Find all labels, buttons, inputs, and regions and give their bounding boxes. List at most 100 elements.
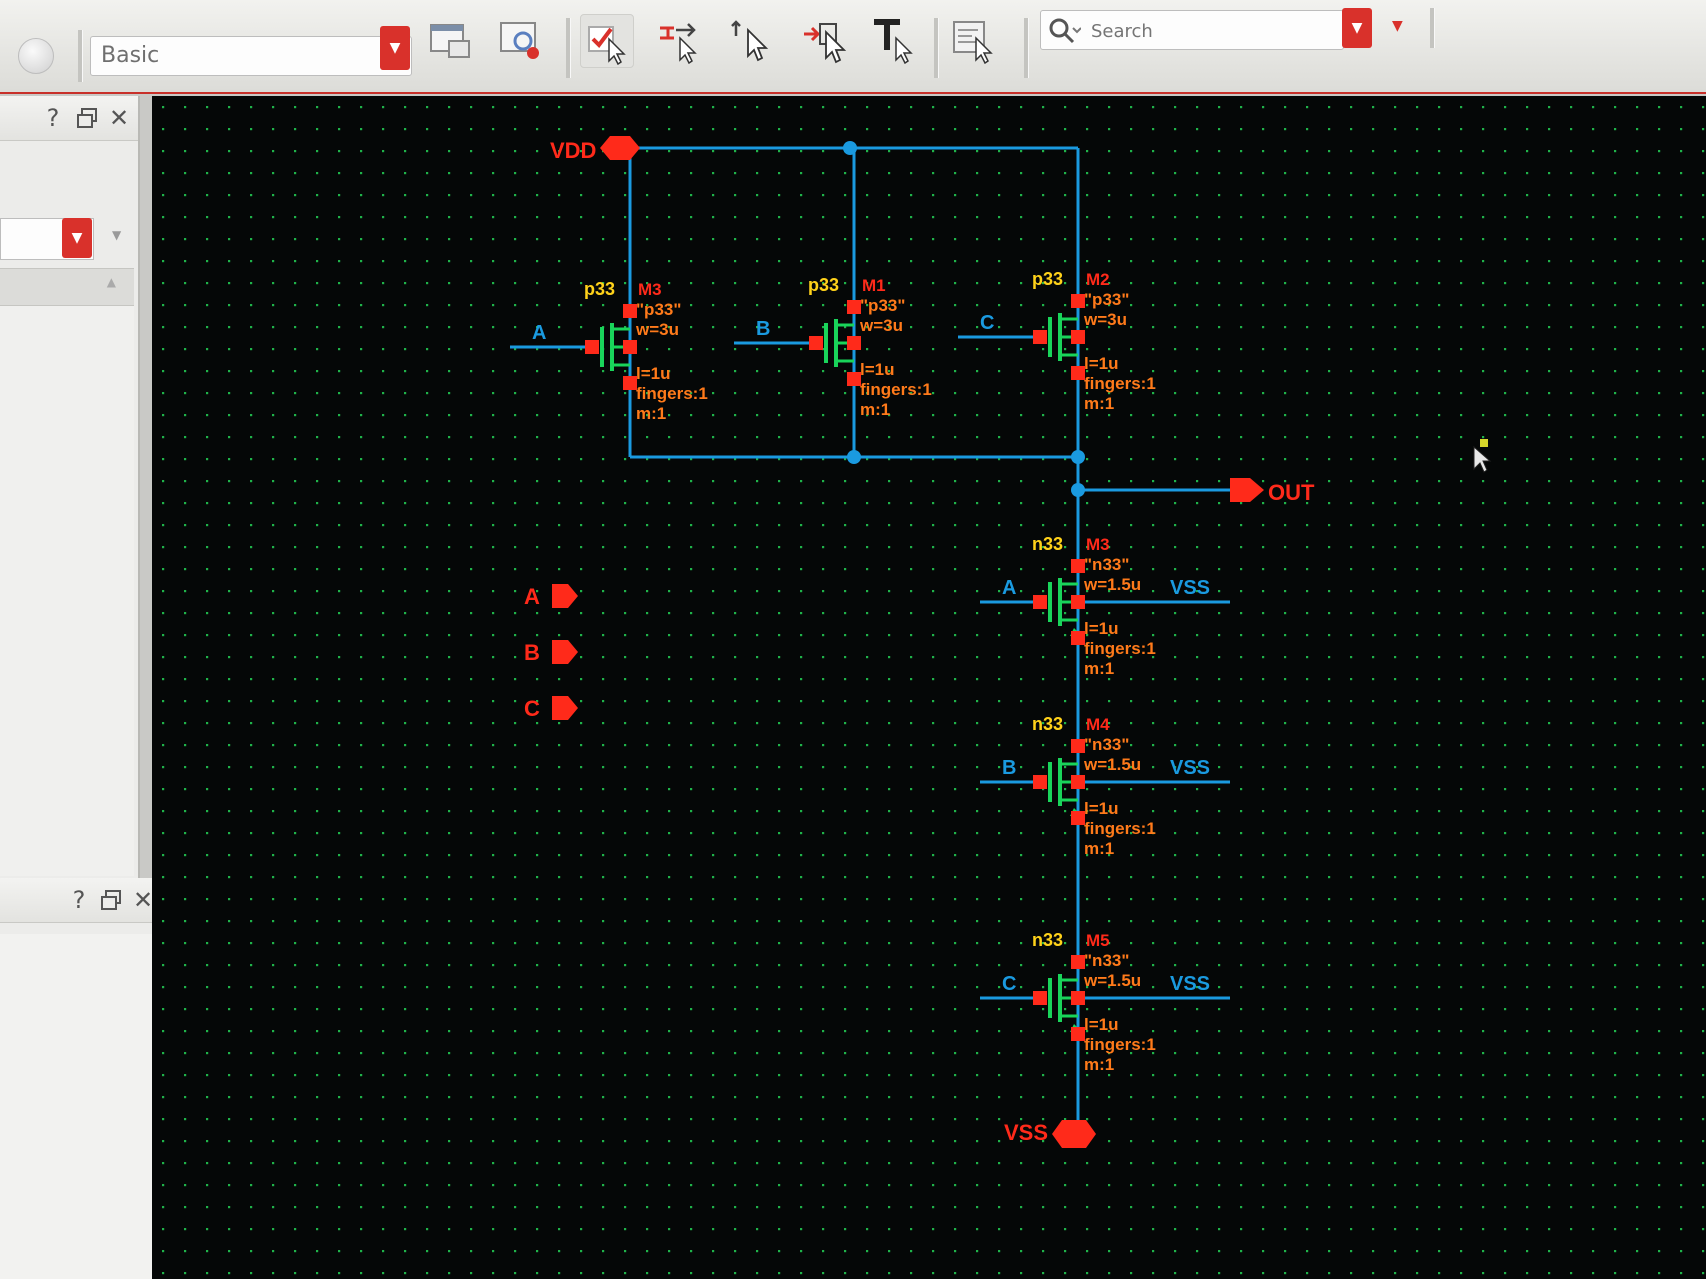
close-icon: ✕ — [108, 104, 130, 132]
panel-list-header: ▲ — [0, 268, 134, 306]
fingers-param: fingers:1 — [1084, 1035, 1156, 1054]
mouse-cursor-icon — [1473, 439, 1492, 473]
vdd-pin-label: VDD — [550, 138, 596, 163]
multiplier-param: m:1 — [1084, 1055, 1114, 1074]
pmos-transistor — [1033, 294, 1085, 380]
instance-name: M3 — [1086, 535, 1110, 554]
panel-help-button[interactable]: ? — [66, 884, 92, 916]
toolbar-separator — [934, 18, 939, 78]
help-icon: ? — [72, 886, 86, 914]
toolbar-separator — [566, 18, 571, 78]
text-tool-button[interactable] — [868, 14, 920, 66]
window-layout-button[interactable] — [424, 14, 476, 66]
nmos-transistor — [1033, 955, 1085, 1041]
view-combo[interactable]: Basic — [90, 36, 412, 76]
bulk-net-label: VSS — [1170, 757, 1210, 779]
panel-float-button[interactable] — [98, 884, 124, 919]
panel-overflow-arrow[interactable]: ▼ — [112, 228, 121, 242]
search-field[interactable] — [1040, 10, 1344, 50]
stretch-button[interactable] — [652, 14, 704, 66]
panel-close-button[interactable]: ✕ — [106, 102, 132, 134]
panel-header: ? ✕ — [0, 96, 138, 141]
length-param: l=1u — [1084, 1015, 1119, 1034]
input-pin-symbol — [552, 640, 578, 664]
left-dock-panel-top: ? ✕ ▼ ▼ ▲ — [0, 96, 140, 878]
terminal-pin — [1071, 559, 1085, 573]
terminal-pin — [1071, 366, 1085, 380]
width-param: w=1.5u — [1083, 971, 1141, 990]
check-select-button[interactable] — [580, 14, 634, 68]
terminal-pin — [1071, 595, 1085, 609]
length-param: l=1u — [1084, 619, 1119, 638]
gate-net-label: C — [980, 312, 994, 334]
bulk-net-label: VSS — [1170, 973, 1210, 995]
out-pin-label: OUT — [1268, 480, 1315, 505]
fingers-param: fingers:1 — [636, 384, 708, 403]
move-button[interactable] — [800, 14, 852, 66]
properties-button[interactable] — [948, 14, 1000, 66]
vdd-pin-symbol — [600, 136, 640, 160]
terminal-pin — [623, 304, 637, 318]
terminal-pin — [1071, 811, 1085, 825]
toolbar-separator — [1430, 8, 1435, 48]
chevron-down-icon: ▼ — [1351, 20, 1363, 36]
fingers-param: fingers:1 — [1084, 639, 1156, 658]
model-name: "n33" — [1084, 735, 1129, 754]
length-param: l=1u — [1084, 354, 1119, 373]
search-dropdown-button[interactable]: ▼ — [1342, 8, 1372, 48]
toolbar-separator — [78, 30, 83, 82]
width-param: w=3u — [635, 320, 679, 339]
select-pointer-button[interactable] — [726, 14, 778, 66]
view-combo-dropdown-button[interactable]: ▼ — [380, 26, 410, 70]
terminal-pin — [623, 340, 637, 354]
multiplier-param: m:1 — [636, 404, 666, 423]
panel-content[interactable] — [0, 934, 156, 1279]
instance-name: M1 — [862, 276, 886, 295]
help-icon: ? — [46, 104, 60, 132]
cell-name: n33 — [1032, 534, 1063, 554]
instance-name: M2 — [1086, 270, 1110, 289]
search-input[interactable] — [1089, 15, 1293, 47]
panel-close-button[interactable]: ✕ — [130, 884, 156, 916]
gate-net-label: A — [1002, 577, 1016, 599]
pmos-transistor — [809, 300, 861, 386]
window-layout-icon — [430, 24, 470, 58]
toolbar-overflow-arrow[interactable]: ▼ — [1392, 18, 1403, 34]
panel-float-button[interactable] — [74, 102, 100, 137]
multiplier-param: m:1 — [1084, 394, 1114, 413]
check-select-icon — [588, 26, 626, 65]
panel-combo-dropdown-button[interactable]: ▼ — [62, 218, 92, 258]
panel-list[interactable] — [0, 306, 134, 876]
chevron-down-icon: ▼ — [389, 40, 401, 56]
stretch-icon — [660, 23, 697, 64]
chevron-down-icon: ▼ — [71, 230, 83, 246]
chevron-down-icon: ▼ — [1392, 18, 1403, 34]
instance-name: M4 — [1086, 715, 1110, 734]
multiplier-param: m:1 — [1084, 659, 1114, 678]
properties-icon — [953, 21, 993, 64]
input-pin-label: A — [524, 584, 540, 609]
gate-net-label: B — [756, 318, 770, 340]
terminal-pin — [623, 376, 637, 390]
bulk-net-label: VSS — [1170, 577, 1210, 599]
instance-name: M3 — [638, 280, 662, 299]
grid-dots — [152, 96, 1706, 1279]
terminal-pin — [847, 300, 861, 314]
input-pin-label: B — [524, 640, 540, 665]
terminal-pin — [585, 340, 599, 354]
length-param: l=1u — [636, 364, 671, 383]
junction-dot — [847, 450, 861, 464]
view-toggle-button[interactable] — [494, 14, 546, 66]
panel-help-button[interactable]: ? — [40, 102, 66, 134]
cell-name: n33 — [1032, 714, 1063, 734]
multiplier-param: m:1 — [860, 400, 890, 419]
length-param: l=1u — [860, 360, 895, 379]
toolbar-grip-button[interactable] — [18, 38, 54, 74]
width-param: w=3u — [1083, 310, 1127, 329]
gate-net-label: A — [532, 322, 546, 344]
instance-name: M5 — [1086, 931, 1110, 950]
width-param: w=3u — [859, 316, 903, 335]
